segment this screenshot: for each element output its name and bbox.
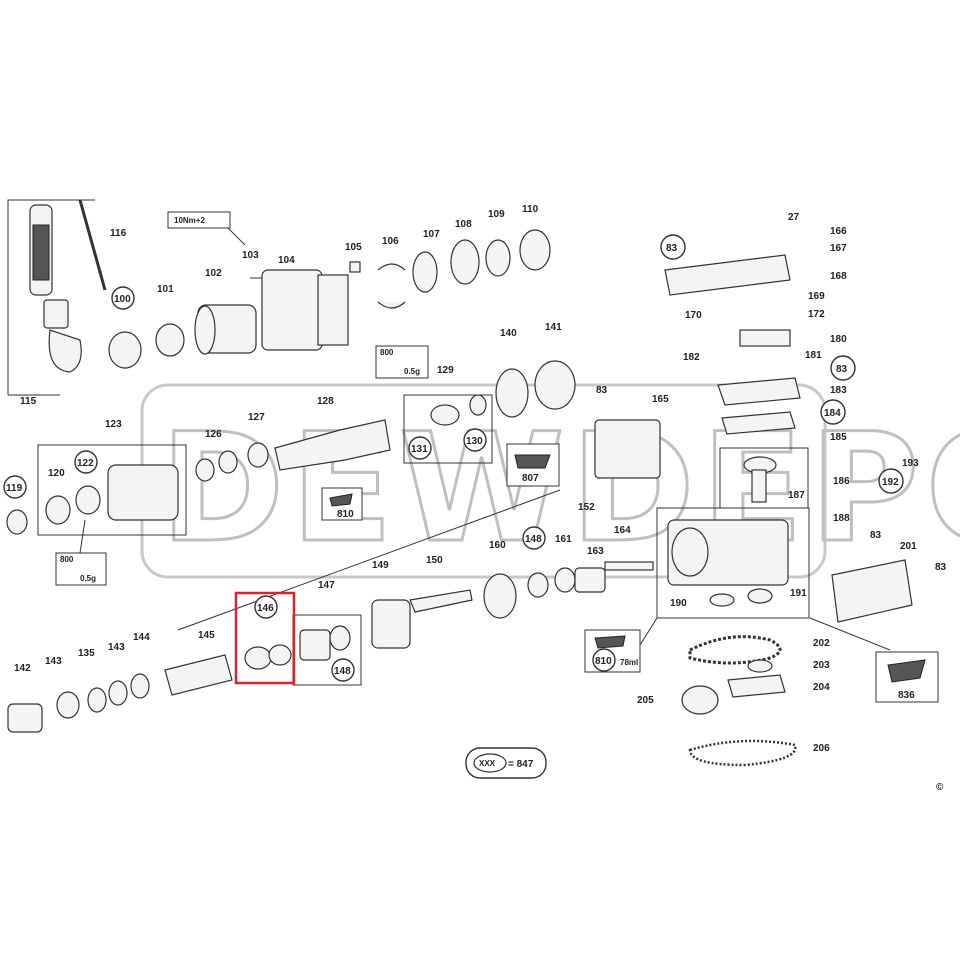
part-label-106: 106 bbox=[382, 236, 399, 247]
part-label-107: 107 bbox=[423, 229, 440, 240]
part-label-172: 172 bbox=[808, 309, 825, 320]
part-label-191: 191 bbox=[790, 588, 807, 599]
part-label-129: 129 bbox=[437, 365, 454, 376]
part-label-141: 141 bbox=[545, 322, 562, 333]
copyright-mark: © bbox=[936, 782, 944, 793]
watermark: DEWDEPO bbox=[140, 383, 960, 579]
part-label-130: 130 bbox=[466, 436, 483, 447]
part-label-83-b: 83 bbox=[836, 364, 848, 375]
part-label-149: 149 bbox=[372, 560, 389, 571]
part-label-131: 131 bbox=[411, 444, 428, 455]
highlighted-part-146[interactable]: 146 bbox=[234, 591, 296, 685]
side-handle-group bbox=[7, 199, 107, 396]
part-label-126: 126 bbox=[205, 429, 222, 440]
part-label-144: 144 bbox=[133, 632, 150, 643]
part-label-163: 163 bbox=[587, 546, 604, 557]
part-label-166: 166 bbox=[830, 226, 847, 237]
part-label-147: 147 bbox=[318, 580, 335, 591]
part-label-836: 836 bbox=[898, 690, 915, 701]
part-label-160: 160 bbox=[489, 540, 506, 551]
part-label-145: 145 bbox=[198, 630, 215, 641]
part-label-152: 152 bbox=[578, 502, 595, 513]
grease-amount-a: 0.5g bbox=[404, 367, 420, 376]
legend-box: XXX = 847 bbox=[465, 747, 547, 779]
part-label-181: 181 bbox=[805, 350, 822, 361]
part-label-105: 105 bbox=[345, 242, 362, 253]
part-label-83-a: 83 bbox=[666, 243, 678, 254]
legend-code: XXX bbox=[479, 759, 496, 768]
part-label-185: 185 bbox=[830, 432, 847, 443]
part-label-182: 182 bbox=[683, 352, 700, 363]
part-label-165: 165 bbox=[652, 394, 669, 405]
part-label-109: 109 bbox=[488, 209, 505, 220]
part-label-810-a: 810 bbox=[337, 509, 354, 520]
part-label-186: 186 bbox=[833, 476, 850, 487]
part-label-190: 190 bbox=[670, 598, 687, 609]
part-label-168: 168 bbox=[830, 271, 847, 282]
part-label-110: 110 bbox=[522, 204, 539, 215]
grease-amount-b: 0.5g bbox=[80, 574, 96, 583]
part-label-108: 108 bbox=[455, 219, 472, 230]
grease-amount-78ml: 78ml bbox=[620, 658, 638, 667]
part-label-205: 205 bbox=[637, 695, 654, 706]
part-label-122: 122 bbox=[77, 458, 94, 469]
part-label-167: 167 bbox=[830, 243, 847, 254]
part-label-206: 206 bbox=[813, 743, 830, 754]
part-label-123: 123 bbox=[105, 419, 122, 430]
part-label-127: 127 bbox=[248, 412, 265, 423]
part-label-193: 193 bbox=[902, 458, 919, 469]
part-label-27: 27 bbox=[788, 212, 800, 223]
torque-spec: 10Nm+2 bbox=[174, 216, 205, 225]
part-label-116: 116 bbox=[110, 228, 127, 239]
part-label-187: 187 bbox=[788, 490, 805, 501]
part-label-807: 807 bbox=[522, 473, 539, 484]
part-label-148-a: 148 bbox=[525, 534, 542, 545]
part-label-184: 184 bbox=[824, 408, 841, 419]
part-label-204: 204 bbox=[813, 682, 830, 693]
part-label-183: 183 bbox=[830, 385, 847, 396]
part-label-142: 142 bbox=[14, 663, 31, 674]
part-label-83-d: 83 bbox=[935, 562, 947, 573]
part-label-201: 201 bbox=[900, 541, 917, 552]
part-label-148-b: 148 bbox=[334, 666, 351, 677]
part-label-180: 180 bbox=[830, 334, 847, 345]
part-label-104: 104 bbox=[278, 255, 295, 266]
legend-equals: = 847 bbox=[508, 759, 534, 770]
part-label-120: 120 bbox=[48, 468, 65, 479]
part-label-150: 150 bbox=[426, 555, 443, 566]
part-label-161: 161 bbox=[555, 534, 572, 545]
part-label-101: 101 bbox=[157, 284, 174, 295]
part-label-119: 119 bbox=[6, 483, 23, 494]
part-label-128: 128 bbox=[317, 396, 334, 407]
part-label-170: 170 bbox=[685, 310, 702, 321]
watermark-text: DEWDEPO bbox=[160, 402, 960, 576]
part-label-202: 202 bbox=[813, 638, 830, 649]
part-label-140: 140 bbox=[500, 328, 517, 339]
part-label-169: 169 bbox=[808, 291, 825, 302]
grease-code-800-a: 800 bbox=[380, 348, 394, 357]
top-row-parts bbox=[108, 229, 551, 369]
part-label-115: 115 bbox=[20, 396, 37, 407]
part-label-103: 103 bbox=[242, 250, 259, 261]
part-label-135: 135 bbox=[78, 648, 95, 659]
part-label-102: 102 bbox=[205, 268, 222, 279]
part-label-100: 100 bbox=[114, 294, 131, 305]
part-label-83-e: 83 bbox=[596, 385, 608, 396]
part-label-146: 146 bbox=[257, 603, 274, 614]
grease-code-800-b: 800 bbox=[60, 555, 74, 564]
part-label-164: 164 bbox=[614, 525, 631, 536]
part-label-192: 192 bbox=[882, 477, 899, 488]
part-label-83-c: 83 bbox=[870, 530, 882, 541]
part-label-143-a: 143 bbox=[45, 656, 62, 667]
part-label-203: 203 bbox=[813, 660, 830, 671]
part-label-810-b: 810 bbox=[595, 656, 612, 667]
part-label-188: 188 bbox=[833, 513, 850, 524]
part-label-143-b: 143 bbox=[108, 642, 125, 653]
